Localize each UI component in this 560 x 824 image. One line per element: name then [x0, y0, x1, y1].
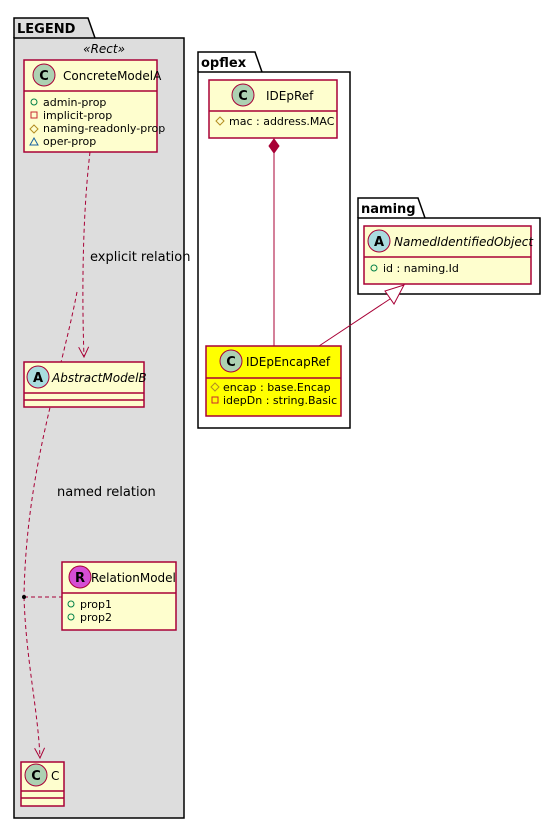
- abstract-class-icon: [367, 229, 391, 253]
- attribute: admin-prop: [43, 96, 106, 109]
- class-relation-model[interactable]: R RelationModel prop1 prop2: [61, 561, 177, 631]
- class-type-c-icon: [231, 83, 255, 107]
- attribute: encap : base.Encap: [223, 381, 331, 394]
- class-type-letter: C: [226, 355, 236, 370]
- attribute: mac : address.MAC: [229, 115, 335, 128]
- protected-visibility-icon: [210, 382, 220, 392]
- class-abstract-model-b[interactable]: A AbstractModelB: [23, 361, 147, 408]
- attribute: oper-prop: [43, 135, 96, 148]
- generalization-relation: [318, 284, 406, 347]
- class-named-identified-object[interactable]: A NamedIdentifiedObject id : naming.Id: [363, 225, 534, 285]
- protected-visibility-icon: [29, 124, 39, 134]
- class-name: AbstractModelB: [51, 371, 147, 385]
- class-type-letter: A: [374, 235, 384, 250]
- attribute: prop2: [80, 611, 112, 624]
- class-type-letter: C: [39, 69, 49, 84]
- class-type-letter: C: [238, 89, 248, 104]
- package-opflex-title: opflex: [201, 56, 247, 71]
- composition-relation: [268, 138, 280, 346]
- package-naming-title: naming: [361, 202, 416, 217]
- class-c[interactable]: C C: [20, 761, 65, 807]
- public-visibility-icon: [67, 600, 75, 608]
- protected-visibility-icon: [215, 116, 225, 126]
- class-name: IDEpEncapRef: [246, 355, 331, 369]
- explicit-relation-label: explicit relation: [90, 250, 190, 265]
- abstract-class-icon: [26, 365, 50, 389]
- class-name: IDEpRef: [266, 89, 314, 103]
- class-concrete-model-a[interactable]: C ConcreteModelA admin-prop implicit-pro…: [23, 59, 165, 153]
- attribute: idepDn : string.Basic: [223, 394, 337, 407]
- attribute: prop1: [80, 598, 112, 611]
- association-point: [22, 595, 26, 599]
- class-type-letter: C: [31, 769, 41, 784]
- package-visibility-icon: [29, 136, 39, 146]
- named-relation-label: named relation: [57, 485, 156, 500]
- public-visibility-icon: [67, 613, 75, 621]
- attribute: naming-readonly-prop: [43, 122, 165, 135]
- class-name: RelationModel: [91, 571, 176, 585]
- attribute: implicit-prop: [43, 109, 112, 122]
- named-relation: named relation: [22, 291, 156, 758]
- package-legend: LEGEND «Rect»: [13, 17, 185, 819]
- relation-class-icon: [68, 565, 92, 589]
- class-type-letter: A: [33, 371, 43, 386]
- class-type-c-icon: [219, 349, 243, 373]
- attribute: id : naming.Id: [383, 262, 459, 275]
- generalization-arrowhead: [384, 284, 406, 305]
- private-visibility-icon: [211, 396, 219, 404]
- class-name: C: [51, 769, 59, 783]
- class-idepref[interactable]: C IDEpRef mac : address.MAC: [208, 79, 338, 139]
- class-type-c-icon: [24, 763, 48, 787]
- class-idepencapref[interactable]: C IDEpEncapRef encap : base.Encap idepDn…: [205, 345, 342, 417]
- package-legend-title: LEGEND: [17, 22, 76, 37]
- public-visibility-icon: [30, 98, 38, 106]
- class-type-c-icon: [32, 63, 56, 87]
- class-type-letter: R: [75, 571, 85, 586]
- class-name: NamedIdentifiedObject: [394, 235, 534, 249]
- public-visibility-icon: [370, 264, 378, 272]
- class-name: ConcreteModelA: [63, 69, 162, 83]
- private-visibility-icon: [30, 111, 38, 119]
- package-legend-stereotype: «Rect»: [83, 42, 125, 56]
- explicit-relation: explicit relation: [83, 151, 190, 357]
